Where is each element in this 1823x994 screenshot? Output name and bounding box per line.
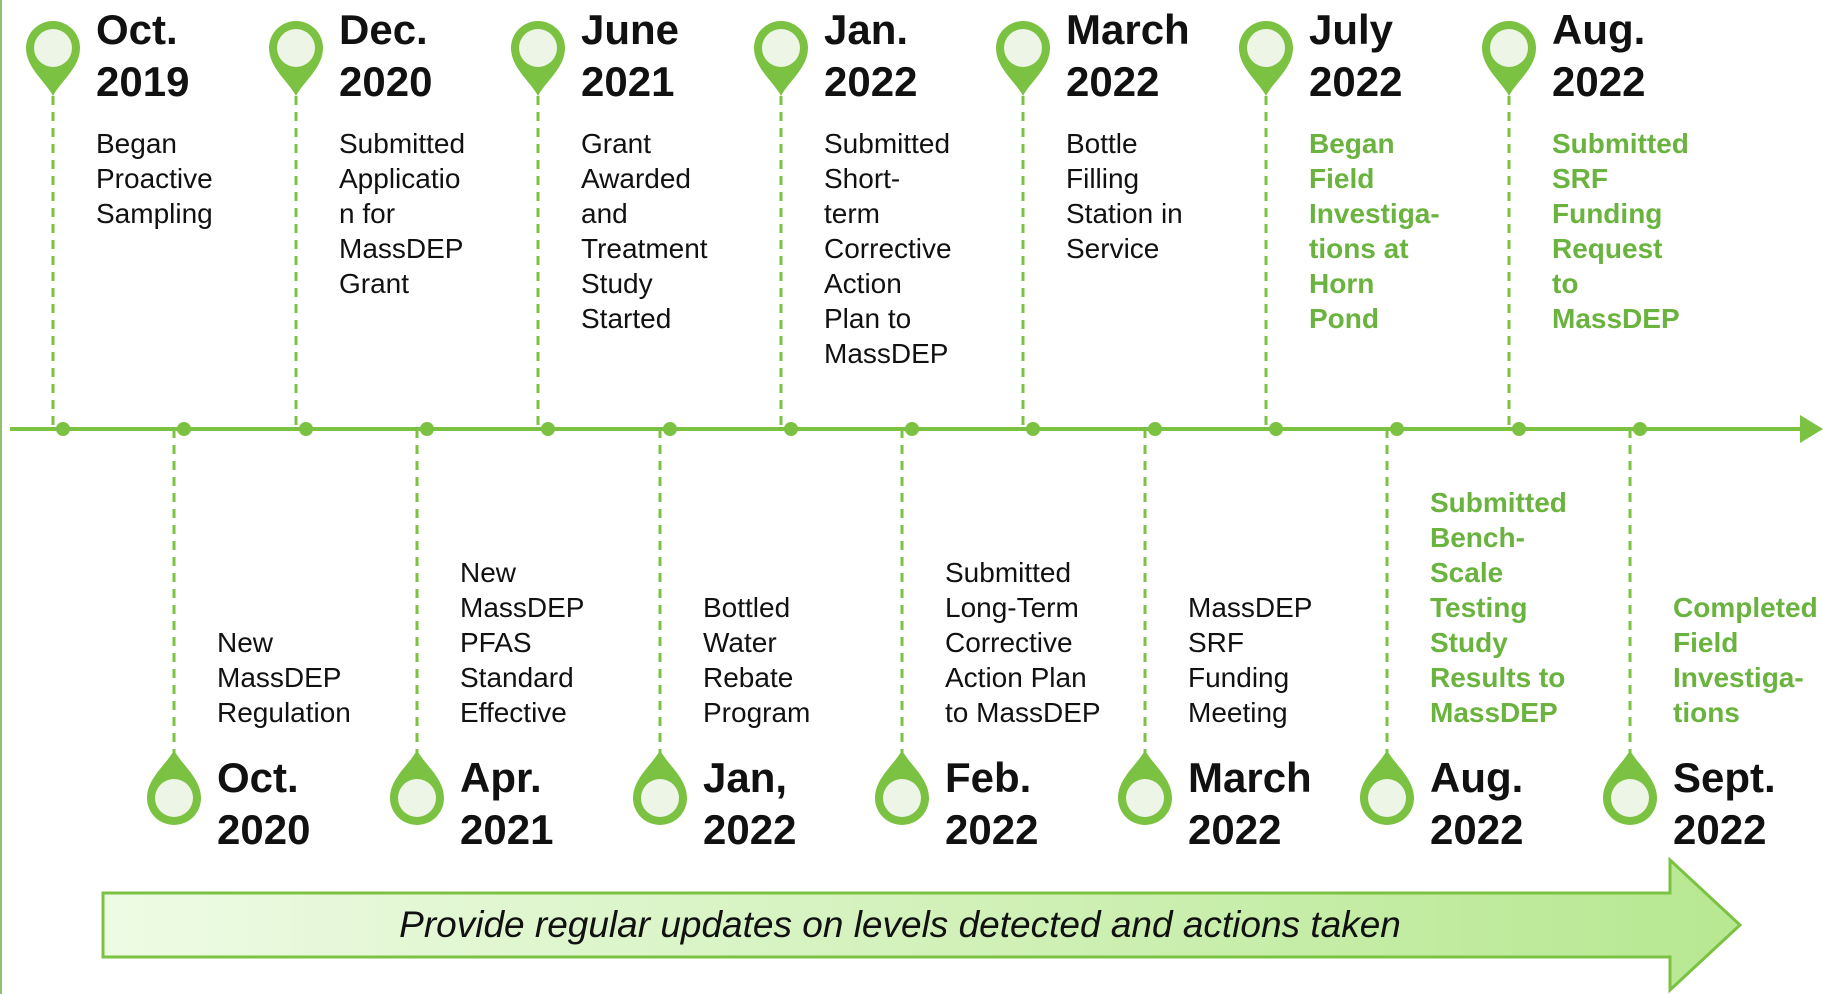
milestone-stems: [51, 96, 1632, 760]
milestone-description: Bottled Water Rebate Program: [703, 592, 811, 728]
milestone-description: Began Field Investiga- tions at Horn Pon…: [1309, 128, 1440, 334]
axis-dot: [56, 422, 70, 436]
location-pin-up-icon: [633, 750, 687, 825]
milestone-description: New MassDEP Regulation: [217, 627, 351, 728]
milestone-date: Oct. 2019: [96, 6, 190, 105]
milestone-date: Jan. 2022: [824, 6, 918, 105]
milestone-description: Bottle Filling Station in Service: [1066, 128, 1183, 264]
milestone-description: Submitted Applicatio n for MassDEP Grant: [339, 128, 466, 299]
milestone-description: MassDEP SRF Funding Meeting: [1188, 592, 1313, 728]
location-pin-icon: [1482, 21, 1536, 96]
banner-text: Provide regular updates on levels detect…: [399, 904, 1401, 945]
axis-dot: [541, 422, 555, 436]
axis-dot: [663, 422, 677, 436]
location-pin-up-icon: [390, 750, 444, 825]
milestone-description: Submitted Short- term Corrective Action …: [824, 128, 952, 369]
axis-dot: [299, 422, 313, 436]
milestone-date: July 2022: [1309, 6, 1403, 105]
milestone-date: March 2022: [1066, 6, 1190, 105]
milestone-description: Submitted Long-Term Corrective Action Pl…: [945, 557, 1101, 728]
axis-dot: [420, 422, 434, 436]
milestone-date: June 2021: [581, 6, 680, 105]
axis-dot: [905, 422, 919, 436]
location-pin-up-icon: [147, 750, 201, 825]
milestone-date: Oct. 2020: [217, 754, 311, 853]
location-pin-icon: [754, 21, 808, 96]
location-pin-up-icon: [875, 750, 929, 825]
location-pin-icon: [269, 21, 323, 96]
location-pin-up-icon: [1603, 750, 1657, 825]
location-pin-icon: [511, 21, 565, 96]
milestone-date: Dec. 2020: [339, 6, 433, 105]
axis-dots: [56, 422, 1647, 436]
milestone-description: Completed Field Investiga- tions: [1673, 592, 1818, 728]
milestone-date: Aug. 2022: [1552, 6, 1646, 105]
milestone-date: March 2022: [1188, 754, 1312, 853]
location-pin-icon: [1239, 21, 1293, 96]
milestone-description: Grant Awarded and Treatment Study Starte…: [581, 128, 708, 334]
axis-dot: [1148, 422, 1162, 436]
milestone-date: Aug. 2022: [1430, 754, 1524, 853]
banner-arrow-shape: [101, 856, 1743, 994]
axis-dot: [1269, 422, 1283, 436]
axis-dot: [1026, 422, 1040, 436]
milestone-date: Apr. 2021: [460, 754, 554, 853]
location-pin-up-icon: [1118, 750, 1172, 825]
axis-dot: [1633, 422, 1647, 436]
milestone-date: Feb. 2022: [945, 754, 1039, 853]
updates-banner-arrow: [101, 856, 1743, 994]
location-pin-icon: [996, 21, 1050, 96]
milestone-description: Began Proactive Sampling: [96, 128, 213, 229]
milestone-description: Submitted SRF Funding Request to MassDEP: [1552, 128, 1689, 334]
milestone-date: Jan, 2022: [703, 754, 797, 853]
milestone-date: Sept. 2022: [1673, 754, 1776, 853]
timeline-arrowhead: [1800, 415, 1823, 443]
axis-dot: [177, 422, 191, 436]
axis-dot: [784, 422, 798, 436]
location-pin-up-icon: [1360, 750, 1414, 825]
left-edge-rule: [0, 0, 2, 994]
axis-dot: [1512, 422, 1526, 436]
axis-dot: [1390, 422, 1404, 436]
milestone-description: New MassDEP PFAS Standard Effective: [460, 557, 585, 728]
location-pin-icon: [26, 21, 80, 96]
milestone-description: Submitted Bench- Scale Testing Study Res…: [1430, 487, 1567, 728]
